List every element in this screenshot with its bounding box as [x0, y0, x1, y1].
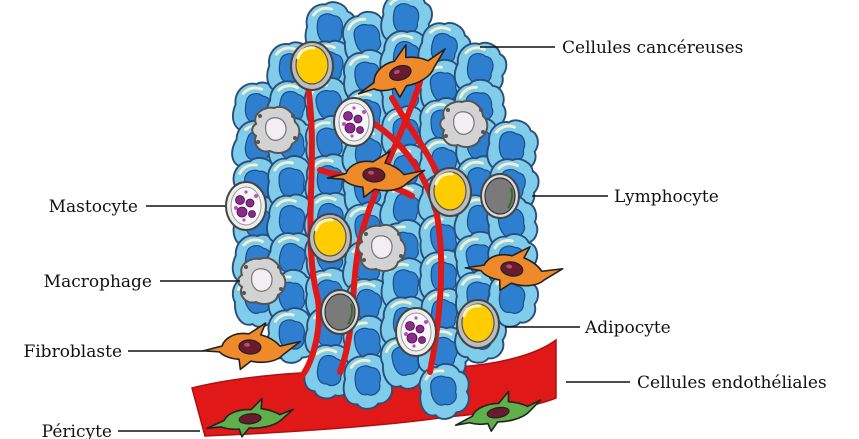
label-cancer-cells: Cellules cancéreuses	[562, 38, 743, 58]
label-adipocyte: Adipocyte	[584, 318, 671, 338]
macrophage	[440, 101, 487, 147]
label-pericyte: Péricyte	[42, 422, 112, 439]
label-fibroblast: Fibroblaste	[23, 342, 122, 362]
label-macrophage: Macrophage	[44, 272, 152, 292]
mast-cell	[396, 308, 436, 356]
mast-cell	[334, 98, 374, 146]
macrophage	[252, 107, 299, 153]
adipocyte	[429, 168, 471, 216]
macrophage	[358, 225, 405, 271]
mast-cell	[226, 182, 266, 230]
lymphocyte	[481, 174, 519, 218]
adipocyte	[457, 300, 499, 348]
lymphocyte	[321, 290, 359, 334]
label-mast-cell: Mastocyte	[49, 197, 138, 217]
macrophage	[238, 258, 285, 304]
label-lymphocyte: Lymphocyte	[614, 187, 719, 207]
adipocyte	[291, 42, 333, 90]
adipocyte	[309, 214, 351, 262]
label-endothelial: Cellules endothéliales	[637, 373, 827, 393]
